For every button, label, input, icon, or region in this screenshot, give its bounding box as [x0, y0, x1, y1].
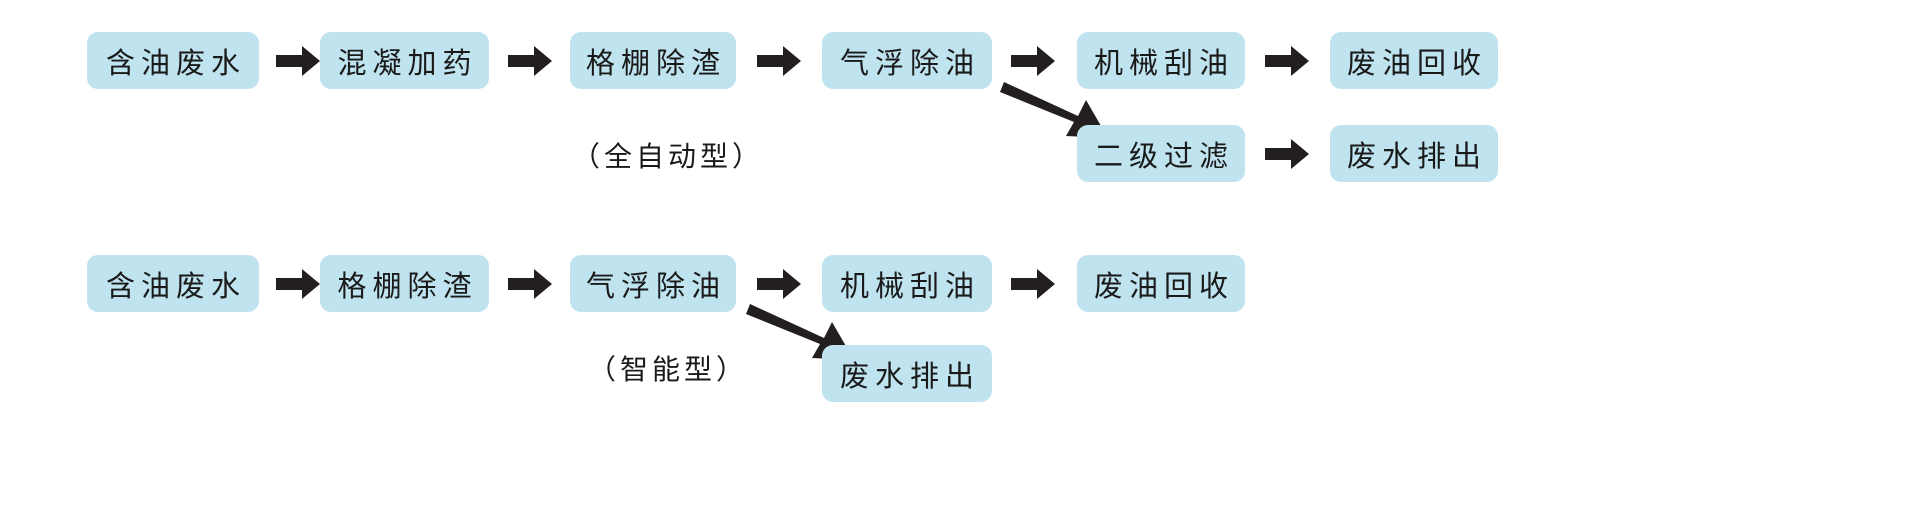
- node-row1-air-flotation-deoiling[interactable]: 气浮除油: [822, 32, 992, 89]
- arrow-branch-down-right-icon: [1000, 82, 1108, 138]
- arrow-right-icon: [757, 269, 801, 299]
- arrow-right-icon: [276, 46, 320, 76]
- node-row2-oily-wastewater[interactable]: 含油废水: [87, 255, 259, 312]
- node-row1-grille-deslagging[interactable]: 格棚除渣: [570, 32, 736, 89]
- arrow-right-icon: [508, 46, 552, 76]
- node-row2-air-flotation-deoiling[interactable]: 气浮除油: [570, 255, 736, 312]
- node-row1-mechanical-oil-skimming[interactable]: 机械刮油: [1077, 32, 1245, 89]
- node-row1-waste-oil-recovery[interactable]: 废油回收: [1330, 32, 1498, 89]
- caption-row2-intelligent: （智能型）: [588, 354, 749, 385]
- node-row1-wastewater-discharge[interactable]: 废水排出: [1330, 125, 1498, 182]
- arrow-right-icon: [1011, 46, 1055, 76]
- node-row2-waste-oil-recovery[interactable]: 废油回收: [1077, 255, 1245, 312]
- arrow-right-icon: [1265, 139, 1309, 169]
- node-row1-secondary-filtration[interactable]: 二级过滤: [1077, 125, 1245, 182]
- arrow-right-icon: [1265, 46, 1309, 76]
- arrow-right-icon: [757, 46, 801, 76]
- node-row1-coagulant-dosing[interactable]: 混凝加药: [320, 32, 489, 89]
- caption-row1-fully-automatic: （全自动型）: [572, 141, 765, 172]
- arrow-right-icon: [508, 269, 552, 299]
- arrow-right-icon: [276, 269, 320, 299]
- node-row2-grille-deslagging[interactable]: 格棚除渣: [320, 255, 489, 312]
- node-row1-oily-wastewater[interactable]: 含油废水: [87, 32, 259, 89]
- arrow-right-icon: [1011, 269, 1055, 299]
- node-row2-wastewater-discharge[interactable]: 废水排出: [822, 345, 992, 402]
- node-row2-mechanical-oil-skimming[interactable]: 机械刮油: [822, 255, 992, 312]
